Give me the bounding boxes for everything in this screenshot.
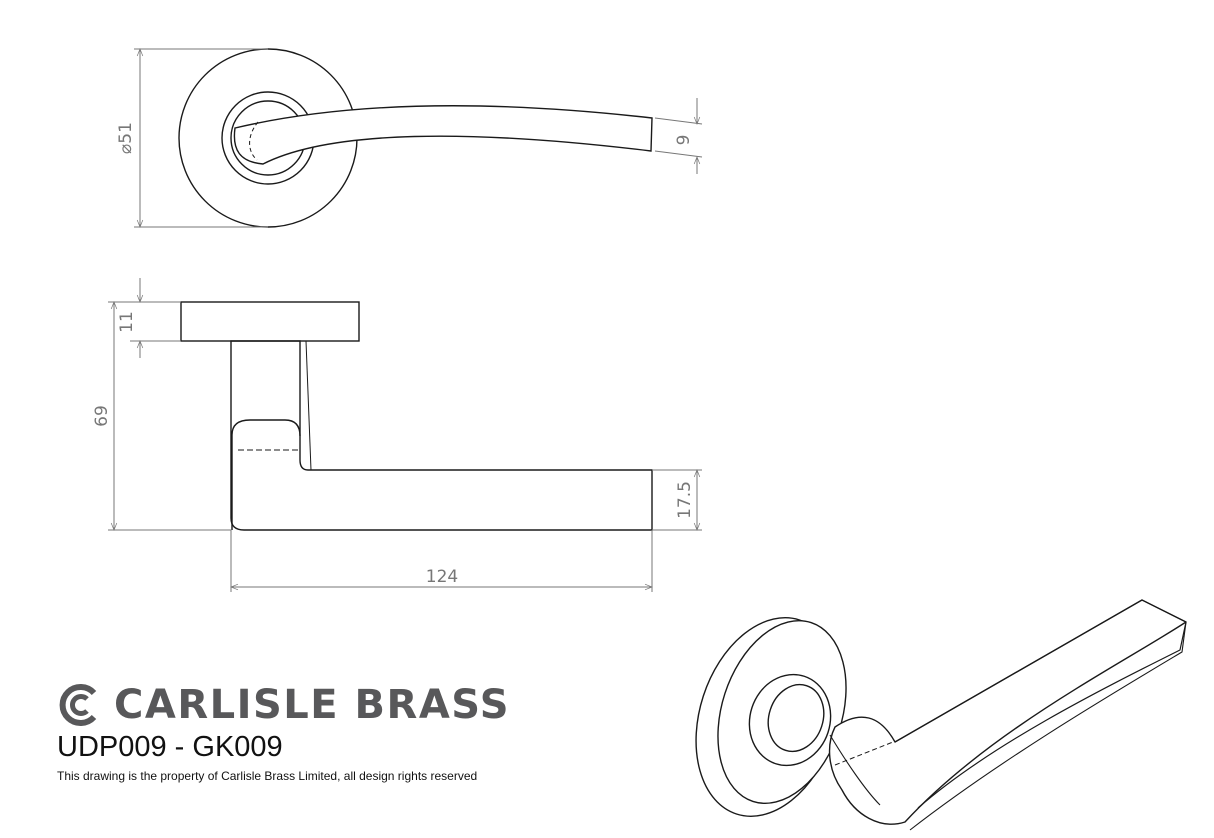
top-view-dimensions xyxy=(134,48,703,228)
rose-side xyxy=(180,301,360,342)
brand-name: CARLISLE BRASS xyxy=(114,682,511,728)
carlisle-logo-icon xyxy=(59,684,97,726)
side-view xyxy=(180,301,653,531)
dim-lever-tip-thickness: 9 xyxy=(674,135,694,146)
lever-side-outline xyxy=(230,340,653,531)
dim-rose-thickness: 11 xyxy=(117,311,137,333)
hidden-line xyxy=(249,121,259,161)
neck-inner-curve xyxy=(231,419,301,530)
iso-neck-base xyxy=(767,683,825,753)
dim-rose-diameter: ⌀51 xyxy=(116,122,136,154)
copyright-notice: This drawing is the property of Carlisle… xyxy=(57,769,478,783)
top-view xyxy=(178,48,653,228)
iso-lever-top-face xyxy=(894,599,1187,809)
iso-neck-curve xyxy=(829,734,881,806)
product-code: UDP009 - GK009 xyxy=(57,731,283,763)
dim-projection: 69 xyxy=(92,405,112,427)
lever-top-outline xyxy=(233,105,653,165)
dim-lever-length: 124 xyxy=(426,567,458,587)
brand-block: CARLISLE BRASS xyxy=(56,680,510,730)
iso-lever-body xyxy=(828,599,1187,825)
neck-edge xyxy=(305,340,312,471)
iso-hidden-line xyxy=(834,741,894,766)
iso-lever-edge xyxy=(909,621,1187,831)
dim-lever-depth: 17.5 xyxy=(675,481,695,519)
isometric-view xyxy=(695,599,1187,831)
side-view-dimensions xyxy=(108,278,702,592)
